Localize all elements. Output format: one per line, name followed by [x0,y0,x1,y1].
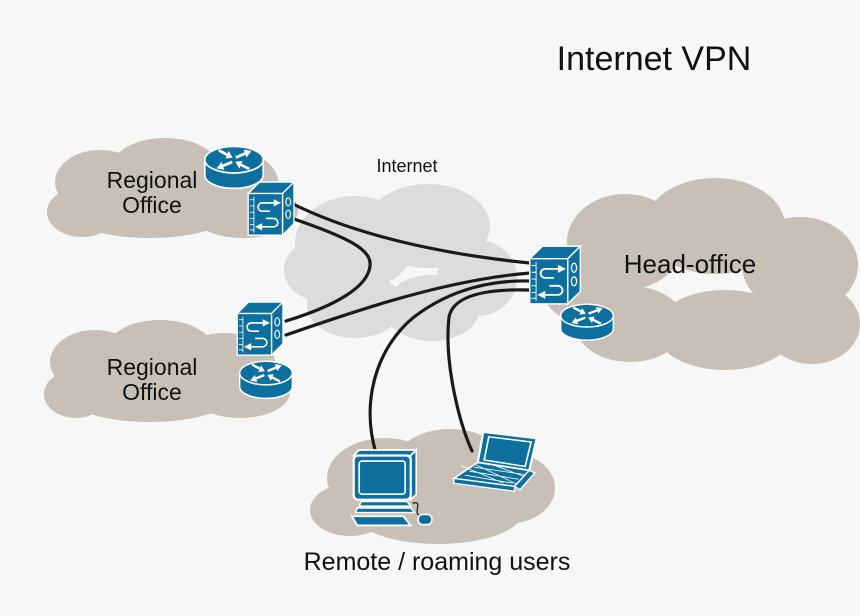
tunnel-regional-top-to-regional-bottom [284,216,372,323]
diagram-title: Internet VPN [557,40,752,78]
tunnel-regional-bottom-to-head-office [284,271,532,337]
regional-bottom-vpn-gateway-icon [236,301,284,356]
vpn-tunnels [284,201,532,455]
internet-cloud-label: Internet [376,156,437,176]
tunnel-desktop-to-head-office [368,279,532,455]
head-office-vpn-gateway-icon [528,245,582,305]
regional-office-top-label-line1: Regional [107,167,198,193]
head-office-label: Head-office [624,249,757,279]
regional-office-bottom-label-line1: Regional [107,354,198,380]
head-office-router-icon [559,303,615,341]
regional-bottom-router-icon [238,360,294,400]
regional-office-bottom-label-line2: Office [122,379,182,405]
regional-office-bottom-cloud [44,320,290,422]
tunnel-laptop-to-head-office [446,288,532,453]
regional-office-top-label-line2: Office [122,192,182,218]
regional-top-vpn-gateway-icon [247,181,295,236]
regional-top-router-icon [203,145,265,190]
tunnel-regional-top-to-head-office [289,201,532,265]
remote-users-label: Remote / roaming users [304,548,571,576]
